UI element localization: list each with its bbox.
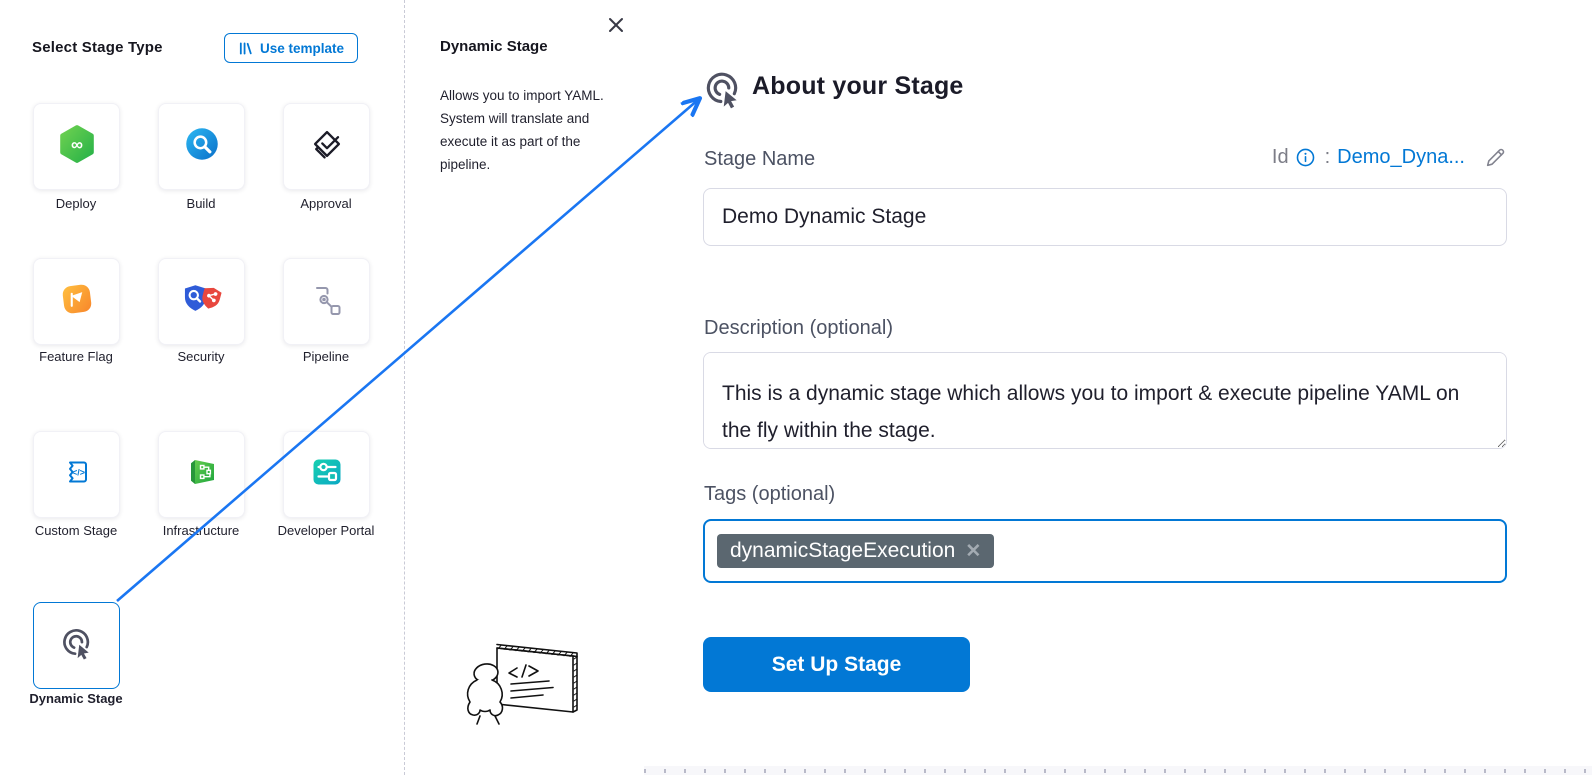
info-icon[interactable] <box>1296 148 1315 167</box>
stage-name-label: Stage Name <box>704 148 816 170</box>
stage-label-developer-portal: Developer Portal <box>277 523 375 538</box>
stage-tile-dynamic-stage[interactable] <box>33 602 120 689</box>
stage-label-approval: Approval <box>300 196 352 211</box>
template-library-icon <box>238 41 253 56</box>
stage-tile-approval[interactable] <box>283 103 370 190</box>
stage-tile-deploy[interactable]: ∞ <box>33 103 120 190</box>
feature-flag-icon <box>56 278 98 325</box>
stage-id-value[interactable]: Demo_Dyna... <box>1337 146 1465 168</box>
page-title: Select Stage Type <box>32 39 163 56</box>
stage-label-deploy: Deploy <box>55 196 97 211</box>
stage-label-pipeline: Pipeline <box>302 349 350 364</box>
custom-stage-icon: </> <box>57 452 97 497</box>
stage-tile-pipeline[interactable] <box>283 258 370 345</box>
svg-text:∞: ∞ <box>71 135 83 154</box>
security-icon <box>180 277 224 326</box>
tags-label: Tags (optional) <box>704 483 836 505</box>
stage-id-row: Id : Demo_Dyna... <box>1100 146 1507 169</box>
stage-label-dynamic-stage: Dynamic Stage <box>29 691 123 706</box>
description-input[interactable]: This is a dynamic stage which allows you… <box>703 352 1507 449</box>
dynamic-stage-icon <box>59 625 95 666</box>
use-template-button[interactable]: Use template <box>224 33 359 63</box>
approval-icon <box>306 123 348 170</box>
close-icon[interactable] <box>604 14 628 38</box>
help-panel-title: Dynamic Stage <box>440 38 548 55</box>
set-up-stage-button[interactable]: Set Up Stage <box>703 637 970 692</box>
id-label: Id <box>1271 146 1289 168</box>
dynamic-stage-icon <box>702 68 744 115</box>
stage-tile-feature-flag[interactable] <box>33 258 120 345</box>
stage-tile-security[interactable] <box>158 258 245 345</box>
stage-tile-custom-stage[interactable]: </> <box>33 431 120 518</box>
help-panel-description: Allows you to import YAML. System will t… <box>440 88 604 172</box>
tag-chip: dynamicStageExecution ✕ <box>717 534 995 568</box>
stage-label-security: Security <box>177 349 225 364</box>
remove-tag-icon[interactable]: ✕ <box>965 540 982 562</box>
tag-chip-text: dynamicStageExecution <box>730 539 956 562</box>
stage-tile-infrastructure[interactable] <box>158 431 245 518</box>
build-icon <box>181 123 223 170</box>
stage-label-feature-flag: Feature Flag <box>39 349 113 364</box>
panel-separator <box>404 0 405 775</box>
infrastructure-icon <box>182 452 222 497</box>
tags-input[interactable]: dynamicStageExecution ✕ <box>703 519 1507 583</box>
deploy-icon: ∞ <box>56 123 98 170</box>
stage-label-build: Build <box>186 196 216 211</box>
stage-label-custom-stage: Custom Stage <box>34 523 118 538</box>
description-label: Description (optional) <box>704 317 893 339</box>
pipeline-canvas-edge <box>644 766 1592 775</box>
pipeline-icon <box>307 279 347 324</box>
stage-label-infrastructure: Infrastructure <box>162 523 240 538</box>
id-separator: : <box>1324 146 1331 168</box>
stage-name-input[interactable] <box>703 188 1507 246</box>
form-title: About your Stage <box>752 72 964 100</box>
use-template-label: Use template <box>260 40 345 56</box>
pencil-icon[interactable] <box>1484 146 1507 169</box>
stage-tile-developer-portal[interactable] <box>283 431 370 518</box>
whiteboard-illustration <box>455 628 595 743</box>
developer-portal-icon <box>307 452 347 497</box>
svg-text:</>: </> <box>71 468 84 478</box>
stage-tile-build[interactable] <box>158 103 245 190</box>
